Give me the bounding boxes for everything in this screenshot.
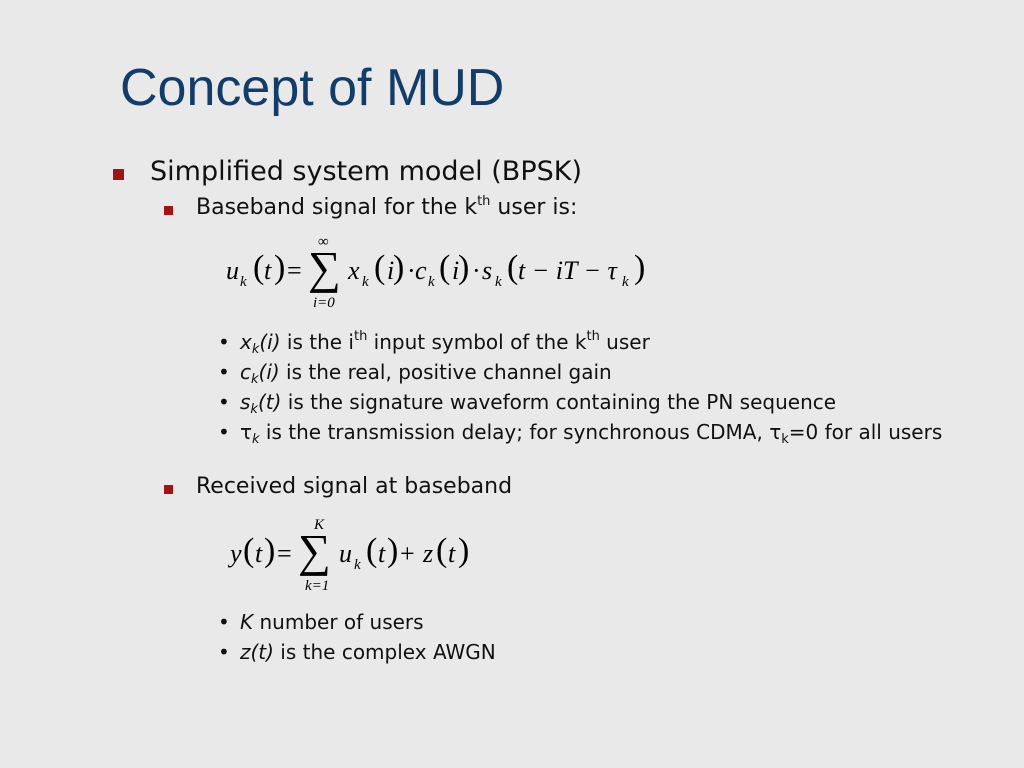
bullet-square-icon	[164, 206, 173, 215]
def-tau: τk is the transmission delay; for synchr…	[240, 420, 943, 447]
bullet-received-signal: Received signal at baseband	[196, 474, 513, 499]
bullet-dot-icon: •	[218, 330, 230, 354]
bullet-dot-icon: •	[218, 610, 230, 634]
bullet-dot-icon: •	[218, 360, 230, 384]
bullet-square-icon	[164, 485, 173, 494]
def-s: sk(t) is the signature waveform containi…	[240, 390, 837, 417]
def-z: z(t) is the complex AWGN	[240, 640, 496, 664]
bullet-dot-icon: •	[218, 640, 230, 664]
bullet-dot-icon: •	[218, 420, 230, 444]
bullet-square-icon	[113, 169, 124, 180]
slide-title: Concept of MUD	[120, 59, 505, 117]
bullet-baseband-signal: Baseband signal for the kth user is:	[196, 194, 578, 220]
def-x: xk(i) is the ith input symbol of the kth…	[240, 329, 650, 357]
def-K: K number of users	[240, 610, 424, 634]
def-c: ck(i) is the real, positive channel gain	[240, 360, 612, 387]
bullet-system-model: Simplified system model (BPSK)	[150, 156, 582, 187]
bullet-dot-icon: •	[218, 390, 230, 414]
